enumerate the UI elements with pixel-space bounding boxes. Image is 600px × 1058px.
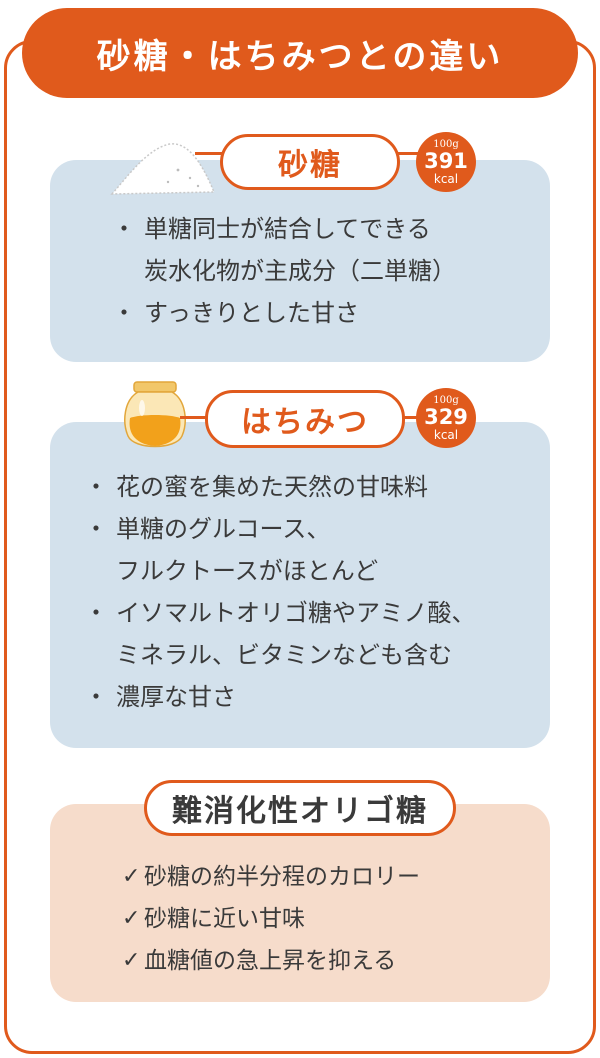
list-item-line: ミネラル、ビタミンなども含む <box>116 641 452 669</box>
honey-kcal-per: 100g <box>433 394 459 406</box>
list-item-text: 砂糖の約半分程のカロリー <box>144 864 420 890</box>
sugar-label: 砂糖 <box>220 134 400 190</box>
list-item: ✓ 血糖値の急上昇を抑える <box>122 940 420 982</box>
sugar-bullet-list: 単糖同士が結合してできる 炭水化物が主成分（二単糖） すっきりとした甘さ <box>112 208 456 334</box>
check-icon: ✓ <box>122 906 141 931</box>
list-item: 濃厚な甘さ <box>84 676 476 718</box>
list-item-line: 単糖のグルコース、 <box>116 515 331 543</box>
oligo-panel <box>50 804 550 1002</box>
list-item-line: イソマルトオリゴ糖やアミノ酸、 <box>116 599 476 627</box>
list-item: ✓ 砂糖の約半分程のカロリー <box>122 856 420 898</box>
list-item-line: フルクトースがほとんど <box>116 557 379 585</box>
page-title: 砂糖・はちみつとの違い <box>96 36 504 77</box>
honey-kcal-value: 329 <box>424 404 468 429</box>
list-item-line: 単糖同士が結合してできる <box>144 215 431 243</box>
list-item-text: 血糖値の急上昇を抑える <box>144 948 397 974</box>
sugar-kcal-unit: kcal <box>433 171 459 186</box>
list-item: 単糖のグルコース、 フルクトースがほとんど <box>84 508 476 592</box>
check-icon: ✓ <box>122 948 141 973</box>
list-item: すっきりとした甘さ <box>112 292 456 334</box>
sugar-kcal-badge: 100g 391 kcal <box>416 132 476 192</box>
list-item: ✓ 砂糖に近い甘味 <box>122 898 420 940</box>
list-item: 単糖同士が結合してできる 炭水化物が主成分（二単糖） <box>112 208 456 292</box>
oligo-label-text: 難消化性オリゴ糖 <box>172 794 428 829</box>
honey-label-text: はちみつ <box>241 405 369 440</box>
title-banner: 砂糖・はちみつとの違い <box>22 8 578 98</box>
list-item-line: 花の蜜を集めた天然の甘味料 <box>116 473 428 501</box>
sugar-kcal-value: 391 <box>424 148 468 173</box>
honey-jar-icon <box>124 381 186 448</box>
oligo-check-list: ✓ 砂糖の約半分程のカロリー ✓ 砂糖に近い甘味 ✓ 血糖値の急上昇を抑える <box>122 856 420 982</box>
sugar-label-text: 砂糖 <box>278 148 342 183</box>
check-icon: ✓ <box>122 864 141 889</box>
list-item-text: 砂糖に近い甘味 <box>144 906 305 932</box>
honey-kcal-badge: 100g 329 kcal <box>416 388 476 448</box>
honey-kcal-unit: kcal <box>433 427 459 442</box>
oligo-label: 難消化性オリゴ糖 <box>144 780 456 836</box>
list-item: 花の蜜を集めた天然の甘味料 <box>84 466 476 508</box>
list-item-line: 濃厚な甘さ <box>116 683 236 711</box>
list-item-line: すっきりとした甘さ <box>144 299 360 327</box>
list-item-line: 炭水化物が主成分（二単糖） <box>144 257 456 285</box>
sugar-kcal-per: 100g <box>433 138 459 150</box>
honey-bullet-list: 花の蜜を集めた天然の甘味料 単糖のグルコース、 フルクトースがほとんど イソマル… <box>84 466 476 718</box>
honey-label: はちみつ <box>205 390 405 448</box>
list-item: イソマルトオリゴ糖やアミノ酸、 ミネラル、ビタミンなども含む <box>84 592 476 676</box>
sugar-pile-icon <box>110 143 216 195</box>
